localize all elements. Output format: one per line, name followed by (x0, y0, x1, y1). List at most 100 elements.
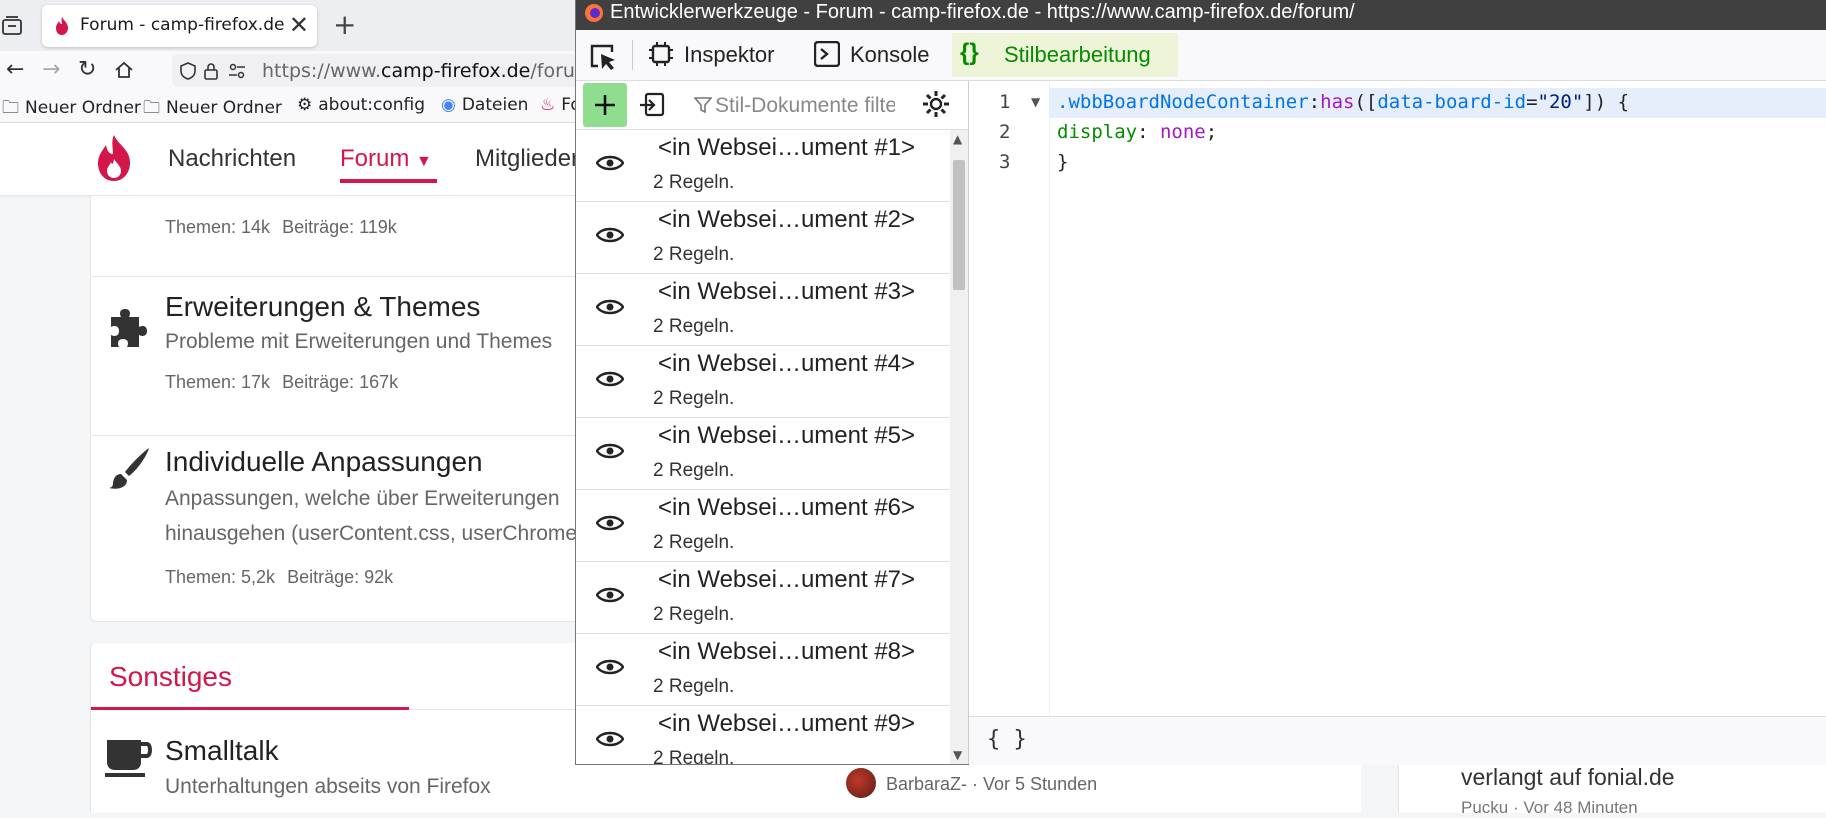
eye-icon[interactable] (596, 298, 624, 316)
console-icon (814, 41, 840, 67)
bookmark-folder-2[interactable]: 🗀Neuer Ordner (143, 95, 282, 124)
plus-icon (595, 95, 615, 115)
eye-icon[interactable] (596, 730, 624, 748)
stylesheet-rule-count: 2 Regeln. (653, 604, 735, 625)
css-editor[interactable]: 1 ▼ 2 3 .wbbBoardNodeContainer:has([data… (969, 81, 1826, 716)
scroll-down-icon[interactable]: ▼ (953, 748, 963, 762)
code-line-2[interactable]: display: none; (1057, 121, 1218, 143)
board-title[interactable]: Individuelle Anpassungen (165, 446, 483, 477)
eye-icon[interactable] (596, 154, 624, 172)
avatar[interactable] (846, 768, 876, 798)
eye-icon[interactable] (596, 442, 624, 460)
section-title[interactable]: Sonstiges (109, 661, 232, 692)
stylesheet-item[interactable]: <in Websei…ument #3> 2 Regeln. (576, 274, 950, 346)
permissions-icon[interactable] (228, 63, 246, 79)
stylesheet-rule-count: 2 Regeln. (653, 460, 735, 481)
recent-thread-title[interactable]: verlangt auf fonial.de (1461, 764, 1675, 790)
forward-icon[interactable]: → (42, 57, 61, 82)
stylesheet-sidebar: <in Websei…ument #1> 2 Regeln. <in Webse… (576, 81, 969, 764)
pretty-print-button[interactable]: { } (987, 727, 1027, 752)
stylesheet-name: <in Websei…ument #9> (658, 710, 916, 737)
devtools-window-title: Entwicklerwerkzeuge - Forum - camp-firef… (610, 1, 1355, 23)
browser-tab[interactable]: Forum - camp-firefox.de ✕ (42, 5, 317, 47)
line-number-gutter: 1 ▼ 2 3 (969, 81, 1050, 716)
tab-list-icon[interactable] (0, 14, 24, 38)
last-post-panel: BarbaraZ- · Vor 5 Stunden (576, 764, 1361, 813)
stylesheet-list-scrollbar[interactable]: ▲ ▼ (950, 130, 968, 764)
firefox-logo-icon (585, 4, 603, 22)
stylesheet-item[interactable]: <in Websei…ument #7> 2 Regeln. (576, 562, 950, 634)
reload-icon[interactable]: ↻ (78, 57, 97, 82)
new-tab-button[interactable]: + (333, 8, 357, 41)
scrollbar-thumb[interactable] (953, 160, 965, 290)
back-icon[interactable]: ← (6, 57, 25, 82)
stylesheet-rule-count: 2 Regeln. (653, 532, 735, 553)
stylesheet-filter-input[interactable] (713, 91, 897, 121)
tab-stilbearbeitung[interactable]: {} Stilbearbeitung (952, 33, 1178, 77)
fold-toggle-icon[interactable]: ▼ (1031, 95, 1041, 109)
section-sonstiges: Sonstiges Smalltalk Unterhaltungen absei… (90, 643, 577, 813)
bookmark-about-config[interactable]: ⚙about:config (297, 95, 426, 115)
board-title-smalltalk[interactable]: Smalltalk (165, 735, 279, 766)
import-stylesheet-icon[interactable] (638, 91, 666, 119)
stylesheet-item[interactable]: <in Websei…ument #9> 2 Regeln. (576, 706, 950, 764)
new-stylesheet-button[interactable] (583, 83, 627, 127)
stylesheet-item[interactable]: <in Websei…ument #2> 2 Regeln. (576, 202, 950, 274)
stylesheet-name: <in Websei…ument #6> (658, 494, 916, 521)
stylesheet-name: <in Websei…ument #8> (658, 638, 916, 665)
board-item-anpassungen[interactable]: Individuelle Anpassungen Anpassungen, we… (91, 436, 577, 620)
code-line-1[interactable]: .wbbBoardNodeContainer:has([data-board-i… (1049, 88, 1826, 118)
toolbar-separator (632, 40, 633, 70)
recent-thread-meta: Pucku · Vor 48 Minuten (1461, 798, 1638, 817)
board-title[interactable]: Erweiterungen & Themes (165, 291, 481, 322)
scroll-up-icon[interactable]: ▲ (953, 132, 963, 146)
bookmark-folder-1[interactable]: 🗀Neuer Ordner (2, 95, 141, 124)
lock-icon[interactable] (204, 62, 218, 80)
site-header: Nachrichten Forum ▼ Mitglieder (0, 123, 580, 195)
stylesheet-item[interactable]: <in Websei…ument #5> 2 Regeln. (576, 418, 950, 490)
tab-konsole[interactable]: Konsole (810, 33, 938, 77)
gear-icon[interactable] (921, 89, 951, 119)
stylesheet-item[interactable]: <in Websei…ument #4> 2 Regeln. (576, 346, 950, 418)
shield-icon[interactable] (180, 62, 196, 80)
line-number: 2 (999, 121, 1011, 143)
board-item-erweiterungen[interactable]: Erweiterungen & Themes Probleme mit Erwe… (91, 277, 577, 436)
stylesheet-rule-count: 2 Regeln. (653, 748, 735, 764)
eye-icon[interactable] (596, 586, 624, 604)
stylesheet-item[interactable]: <in Websei…ument #8> 2 Regeln. (576, 634, 950, 706)
camp-firefox-logo-icon[interactable] (94, 135, 134, 181)
url-bar[interactable]: https://www.camp-firefox.de/forum/ (172, 54, 600, 87)
stylesheet-item[interactable]: <in Websei…ument #6> 2 Regeln. (576, 490, 950, 562)
last-post-user[interactable]: BarbaraZ- · Vor 5 Stunden (886, 774, 1098, 794)
stylesheet-name: <in Websei…ument #3> (658, 278, 916, 305)
eye-icon[interactable] (596, 658, 624, 676)
tab-close-icon[interactable]: ✕ (288, 11, 309, 39)
tab-label: Inspektor (684, 42, 775, 67)
element-picker-icon[interactable] (588, 42, 618, 72)
eye-icon[interactable] (596, 370, 624, 388)
line-number: 1 (999, 91, 1011, 113)
stylesheet-rule-count: 2 Regeln. (653, 388, 735, 409)
home-icon[interactable] (114, 60, 134, 80)
eye-icon[interactable] (596, 226, 624, 244)
stylesheet-item[interactable]: <in Websei…ument #1> 2 Regeln. (576, 130, 950, 202)
stylesheet-rule-count: 2 Regeln. (653, 172, 735, 193)
board-description: Probleme mit Erweiterungen und Themes (165, 330, 553, 353)
nav-mitglieder[interactable]: Mitglieder (475, 145, 580, 172)
tab-inspektor[interactable]: Inspektor (644, 33, 784, 77)
stylesheet-list: <in Websei…ument #1> 2 Regeln. <in Webse… (576, 130, 950, 764)
url-text[interactable]: https://www.camp-firefox.de/forum/ (262, 60, 600, 82)
line-number: 3 (999, 151, 1011, 173)
stylesheet-rule-count: 2 Regeln. (653, 316, 735, 337)
eye-icon[interactable] (596, 514, 624, 532)
folder-icon: 🗀 (2, 98, 19, 118)
nav-active-underline (340, 179, 437, 183)
nav-nachrichten[interactable]: Nachrichten (168, 145, 297, 172)
code-line-3[interactable]: } (1057, 151, 1069, 173)
board-description: Unterhaltungen abseits von Firefox (165, 775, 491, 798)
nav-forum[interactable]: Forum ▼ (340, 145, 432, 172)
bookmark-dateien[interactable]: ◉Dateien (441, 95, 529, 115)
devtools-window: Entwicklerwerkzeuge - Forum - camp-firef… (575, 0, 1826, 765)
